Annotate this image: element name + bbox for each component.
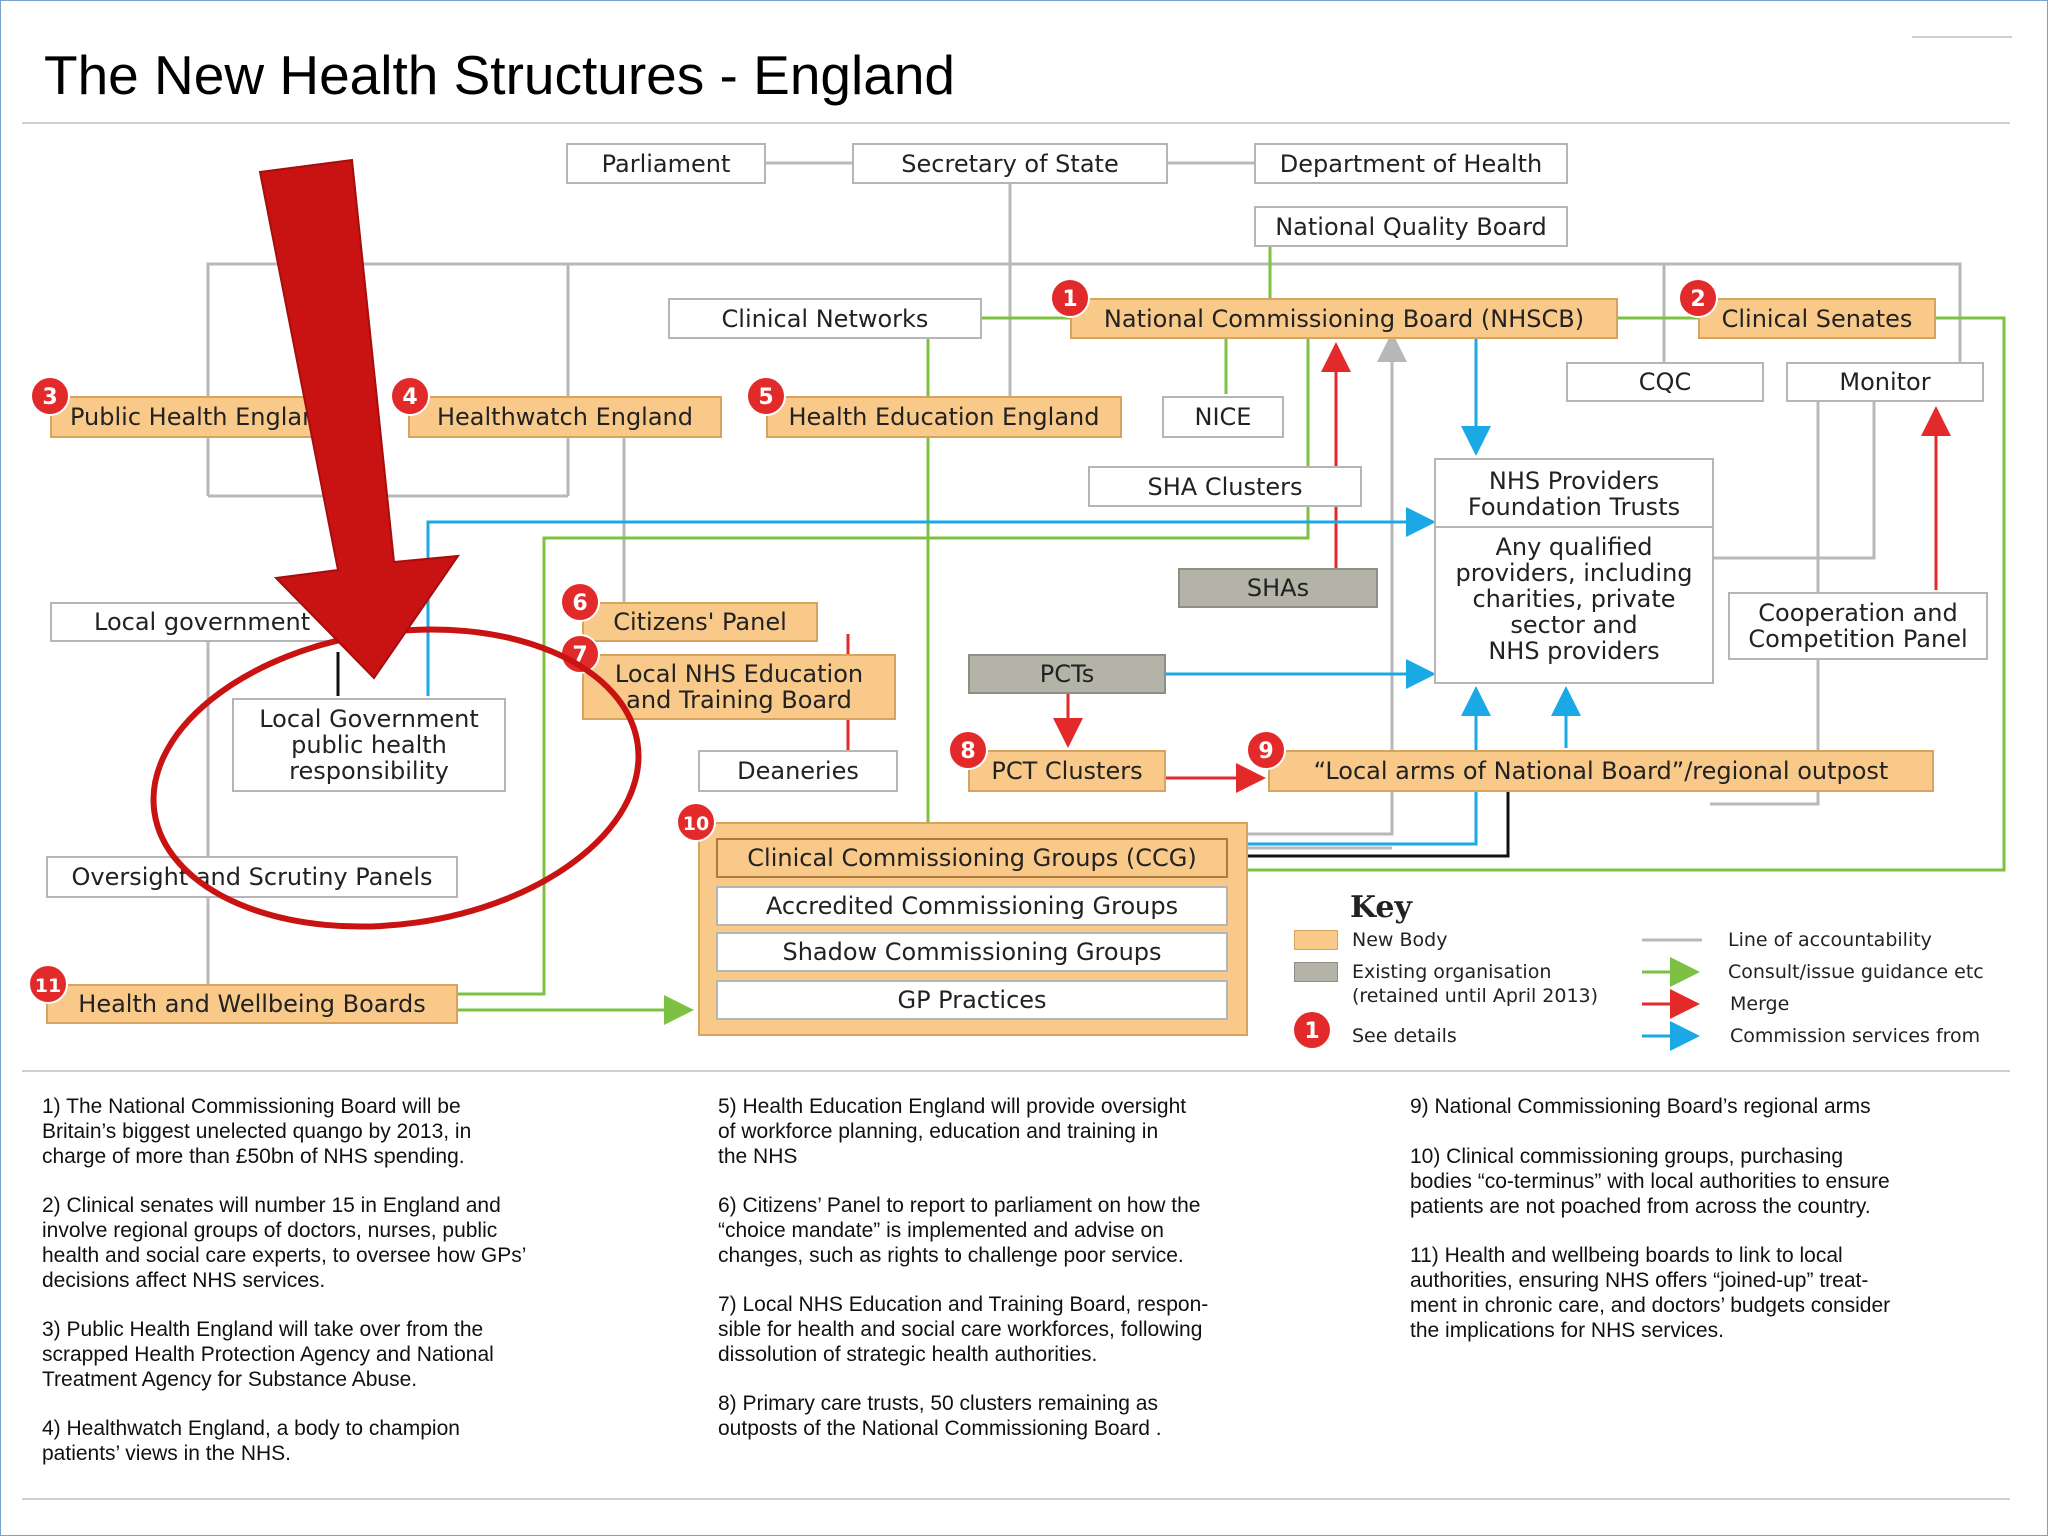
node-pct-clusters: PCT Clusters (968, 750, 1166, 792)
notes-divider (22, 1070, 2010, 1072)
badge-11: 11 (28, 964, 68, 1004)
node-national-quality-board: National Quality Board (1254, 206, 1568, 247)
node-deaneries: Deaneries (698, 750, 898, 792)
node-cooperation-competition-panel: Cooperation and Competition Panel (1728, 592, 1988, 660)
key-line-accountability: Line of accountability (1728, 929, 1932, 951)
any-qualified-providers: Any qualified providers, including chari… (1455, 533, 1693, 665)
key-existing-swatch (1294, 962, 1338, 982)
note-7: 7) Local NHS Education and Training Boar… (718, 1293, 1209, 1366)
commission-lines (426, 338, 1581, 846)
badge-3: 3 (30, 376, 70, 416)
note-11: 11) Health and wellbeing boards to link … (1410, 1244, 1891, 1342)
node-sha-clusters: SHA Clusters (1088, 466, 1362, 507)
node-nhs-providers: NHS Providers Foundation Trusts Any qual… (1434, 458, 1714, 684)
key-merge: Merge (1730, 993, 1790, 1015)
badge-7: 7 (560, 634, 600, 674)
big-red-arrow-icon (258, 158, 461, 680)
node-citizens-panel: Citizens' Panel (582, 602, 818, 642)
bottom-divider (22, 1498, 2010, 1500)
note-8: 8) Primary care trusts, 50 clusters rema… (718, 1392, 1162, 1440)
badge-6: 6 (560, 582, 600, 622)
key-existing-org: Existing organisation (retained until Ap… (1352, 961, 1599, 1007)
node-local-government: Local government (50, 602, 350, 642)
badge-5: 5 (746, 376, 786, 416)
note-4: 4) Healthwatch England, a body to champi… (42, 1417, 460, 1465)
node-local-arms: “Local arms of National Board”/regional … (1268, 750, 1934, 792)
note-6: 6) Citizens’ Panel to report to parliame… (718, 1194, 1201, 1267)
note-10: 10) Clinical commissioning groups, purch… (1410, 1145, 1890, 1218)
slide-title: The New Health Structures - England (44, 44, 955, 106)
node-monitor: Monitor (1786, 362, 1984, 402)
merge-lines (846, 342, 1951, 793)
node-public-health-england: Public Health England (50, 396, 333, 438)
key-consult: Consult/issue guidance etc (1728, 961, 1984, 983)
key-see-details: See details (1352, 1025, 1457, 1047)
node-shas: SHAs (1178, 568, 1378, 608)
badge-10: 10 (676, 802, 716, 842)
nhs-providers-divider (1436, 526, 1712, 528)
node-health-wellbeing-boards: Health and Wellbeing Boards (46, 984, 458, 1024)
node-secretary-of-state: Secretary of State (852, 143, 1168, 184)
node-accredited-cg: Accredited Commissioning Groups (716, 886, 1228, 926)
node-healthwatch-england: Healthwatch England (408, 396, 722, 438)
node-parliament: Parliament (566, 143, 766, 184)
badge-4: 4 (390, 376, 430, 416)
black-lines (336, 652, 1510, 858)
node-clinical-senates: Clinical Senates (1698, 298, 1936, 339)
badge-1: 1 (1050, 278, 1090, 318)
badge-8: 8 (948, 730, 988, 770)
note-5: 5) Health Education England will provide… (718, 1095, 1187, 1168)
node-local-gov-public-health: Local Government public health responsib… (232, 698, 506, 792)
title-divider (22, 122, 2010, 124)
note-2: 2) Clinical senates will number 15 in En… (42, 1194, 527, 1292)
node-pcts: PCTs (968, 654, 1166, 694)
node-oversight-scrutiny-panels: Oversight and Scrutiny Panels (46, 856, 458, 898)
node-health-education-england: Health Education England (766, 396, 1122, 438)
key-title: Key (1350, 890, 1412, 925)
node-clinical-networks: Clinical Networks (668, 298, 982, 339)
node-local-nhs-etb: Local NHS Education and Training Board (582, 654, 896, 720)
node-department-of-health: Department of Health (1254, 143, 1568, 184)
node-cqc: CQC (1566, 362, 1764, 402)
note-9: 9) National Commissioning Board’s region… (1410, 1095, 1871, 1118)
key-new-body-swatch (1294, 930, 1338, 950)
badge-9: 9 (1246, 730, 1286, 770)
key-badge-icon: 1 (1292, 1010, 1332, 1050)
note-1: 1) The National Commissioning Board will… (42, 1095, 472, 1168)
note-3: 3) Public Health England will take over … (42, 1318, 494, 1391)
node-ccg: Clinical Commissioning Groups (CCG) (716, 838, 1228, 878)
key-commission: Commission services from (1730, 1025, 1981, 1047)
node-nhscb: National Commissioning Board (NHSCB) (1070, 298, 1618, 339)
node-gp-practices: GP Practices (716, 980, 1228, 1020)
nhs-providers-foundation-trusts: NHS Providers Foundation Trusts (1467, 467, 1681, 521)
key-new-body: New Body (1352, 929, 1448, 951)
node-shadow-cg: Shadow Commissioning Groups (716, 932, 1228, 972)
corner-decoration (1912, 36, 2012, 38)
badge-2: 2 (1678, 278, 1718, 318)
node-nice: NICE (1162, 396, 1284, 438)
